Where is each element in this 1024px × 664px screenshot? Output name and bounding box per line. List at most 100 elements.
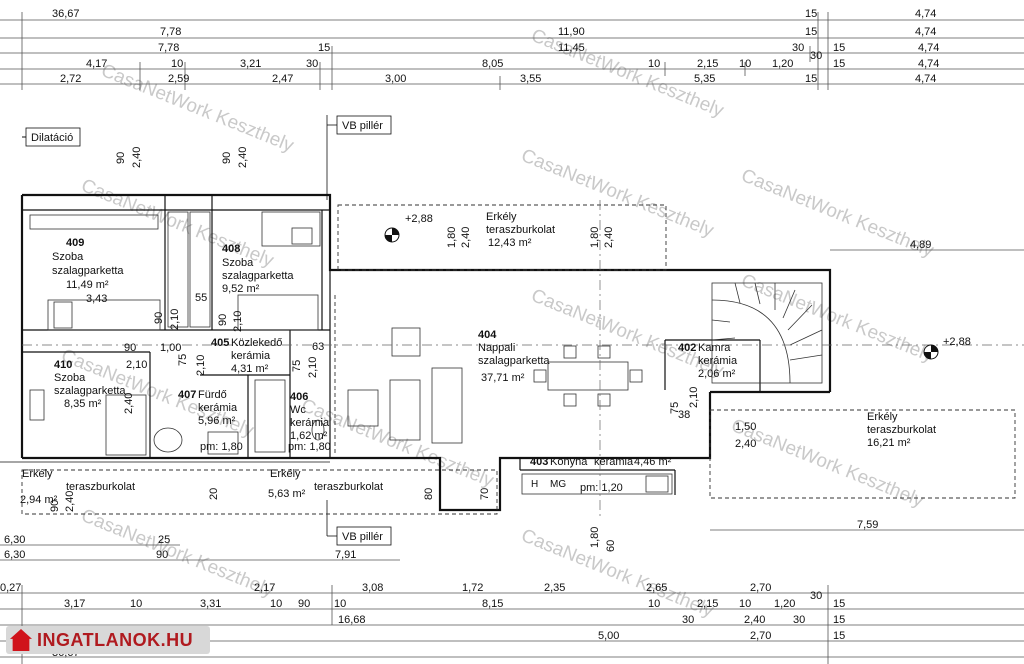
dim-label: 10 bbox=[648, 58, 660, 70]
dim-label: 4,74 bbox=[918, 58, 939, 70]
dim-label: 7,78 bbox=[158, 42, 179, 54]
watermark-text: CasaNetWork Keszthely bbox=[738, 165, 937, 262]
room-finish: kerámia bbox=[594, 456, 634, 468]
room-finish: kerámia bbox=[290, 417, 330, 429]
dim-label: 70 bbox=[479, 488, 491, 500]
dim-label: 2,40 bbox=[123, 393, 135, 414]
room-number: 407 bbox=[178, 389, 196, 401]
room-finish: szalagparketta bbox=[222, 270, 294, 282]
dim-label: 90 bbox=[217, 314, 229, 326]
balcony-area: 2,94 m² bbox=[20, 494, 58, 506]
dim-label: 7,78 bbox=[160, 26, 181, 38]
dim-label: 4,74 bbox=[915, 73, 936, 85]
level-label: +2,88 bbox=[943, 336, 971, 348]
level-label: +2,88 bbox=[405, 213, 433, 225]
room-number: 408 bbox=[222, 243, 240, 255]
dim-label: 0,27 bbox=[0, 582, 21, 594]
dim-label: 11,90 bbox=[558, 26, 585, 38]
ingatlanok-logo[interactable]: INGATLANOK.HU bbox=[6, 626, 210, 654]
room-number: 406 bbox=[290, 391, 308, 403]
room-area: 11,49 m² bbox=[66, 279, 109, 291]
dilatacio-label: Dilatáció bbox=[31, 132, 73, 144]
dim-label: 16,68 bbox=[338, 614, 366, 626]
dim-label: 80 bbox=[423, 488, 435, 500]
dim-label: 2,10 bbox=[169, 309, 181, 330]
balcony-name: Erkély bbox=[22, 468, 53, 480]
dim-label: 30 bbox=[792, 42, 804, 54]
dim-label: 3,31 bbox=[200, 598, 221, 610]
dim-label: 1,80 bbox=[589, 227, 601, 248]
left-dimension-lines bbox=[0, 544, 400, 561]
room-name: Közlekedő bbox=[231, 337, 282, 349]
vb-pillar-bottom-label: VB pillér bbox=[342, 531, 383, 543]
dim-label: 7,91 bbox=[335, 549, 356, 561]
dim-label: 90 bbox=[153, 312, 165, 324]
watermark-text: CasaNetWork Keszthely bbox=[518, 525, 717, 622]
balcony-finish: teraszburkolat bbox=[314, 481, 383, 493]
balcony-area: 16,21 m² bbox=[867, 437, 911, 449]
dim-label: 2,72 bbox=[60, 73, 81, 85]
dim-label: 6,30 bbox=[4, 549, 25, 561]
dim-label: 1,80 bbox=[589, 527, 601, 548]
balcony-finish: teraszburkolat bbox=[867, 424, 936, 436]
dim-label: 1,20 bbox=[774, 598, 795, 610]
dim-label: 2,40 bbox=[735, 438, 756, 450]
dim-label: 3,00 bbox=[385, 73, 406, 85]
room-area: 4,31 m² bbox=[231, 363, 269, 375]
dim-label: 15 bbox=[805, 73, 817, 85]
dim-label: 25 bbox=[158, 534, 170, 546]
dim-label: 90 bbox=[221, 152, 233, 164]
room-area: 9,52 m² bbox=[222, 283, 260, 295]
dim-label: 15 bbox=[805, 26, 817, 38]
dim-label: 4,17 bbox=[86, 58, 107, 70]
room-name: Szoba bbox=[54, 372, 86, 384]
room-name: Wc bbox=[290, 404, 306, 416]
dim-label: 90 bbox=[156, 549, 168, 561]
room-area: 2,06 m² bbox=[698, 368, 736, 380]
dim-label: 3,17 bbox=[64, 598, 85, 610]
dim-label: 1,72 bbox=[462, 582, 483, 594]
dim-label: 10 bbox=[130, 598, 142, 610]
dim-label: 10 bbox=[648, 598, 660, 610]
dim-label: 15 bbox=[833, 630, 845, 642]
watermark-text: CasaNetWork Keszthely bbox=[98, 60, 297, 157]
dim-label: 4,74 bbox=[915, 26, 936, 38]
room-area: 37,71 m² bbox=[481, 372, 525, 384]
dim-label: 15 bbox=[805, 8, 817, 20]
pm-label: pm: 1,20 bbox=[580, 482, 623, 494]
dim-label: 3,55 bbox=[520, 73, 541, 85]
room-finish: kerámia bbox=[198, 402, 238, 414]
dim-label: 2,40 bbox=[131, 147, 143, 168]
dim-label: 2,10 bbox=[688, 387, 700, 408]
dim-label: 2,10 bbox=[232, 311, 244, 332]
room-labels: 409 Szoba szalagparketta 11,49 m² 3,43 4… bbox=[52, 237, 738, 468]
dim-label: 75 bbox=[177, 354, 189, 366]
room-finish: szalagparketta bbox=[478, 355, 550, 367]
room-pm: pm: 1,80 bbox=[288, 441, 331, 453]
room-number: 404 bbox=[478, 329, 497, 341]
dim-label: 20 bbox=[208, 488, 220, 500]
balcony-finish: teraszburkolat bbox=[486, 224, 555, 236]
dim-label: 15 bbox=[833, 598, 845, 610]
balcony-area: 12,43 m² bbox=[488, 237, 532, 249]
watermark-text: CasaNetWork Keszthely bbox=[78, 505, 277, 602]
dim-label: 2,70 bbox=[750, 630, 771, 642]
balcony-outlines bbox=[21, 204, 1016, 515]
room-area: 4,46 m² bbox=[634, 456, 672, 468]
dim-label: 15 bbox=[833, 58, 845, 70]
dim-label: 11,45 bbox=[558, 42, 585, 54]
dim-label: 30 bbox=[682, 614, 694, 626]
balcony-name: Erkély bbox=[486, 211, 517, 223]
dim-label: 10 bbox=[739, 598, 751, 610]
dim-label: 2,59 bbox=[168, 73, 189, 85]
dim-label: 8,15 bbox=[482, 598, 503, 610]
room-number: 402 bbox=[678, 342, 696, 354]
dim-label: 2,35 bbox=[544, 582, 565, 594]
room-area: 5,96 m² bbox=[198, 415, 236, 427]
room-number: 410 bbox=[54, 359, 72, 371]
room-area: 8,35 m² bbox=[64, 398, 102, 410]
dim-label: 3,21 bbox=[240, 58, 261, 70]
balcony-name: Erkély bbox=[270, 468, 301, 480]
dim-label: 1,50 bbox=[735, 421, 756, 433]
